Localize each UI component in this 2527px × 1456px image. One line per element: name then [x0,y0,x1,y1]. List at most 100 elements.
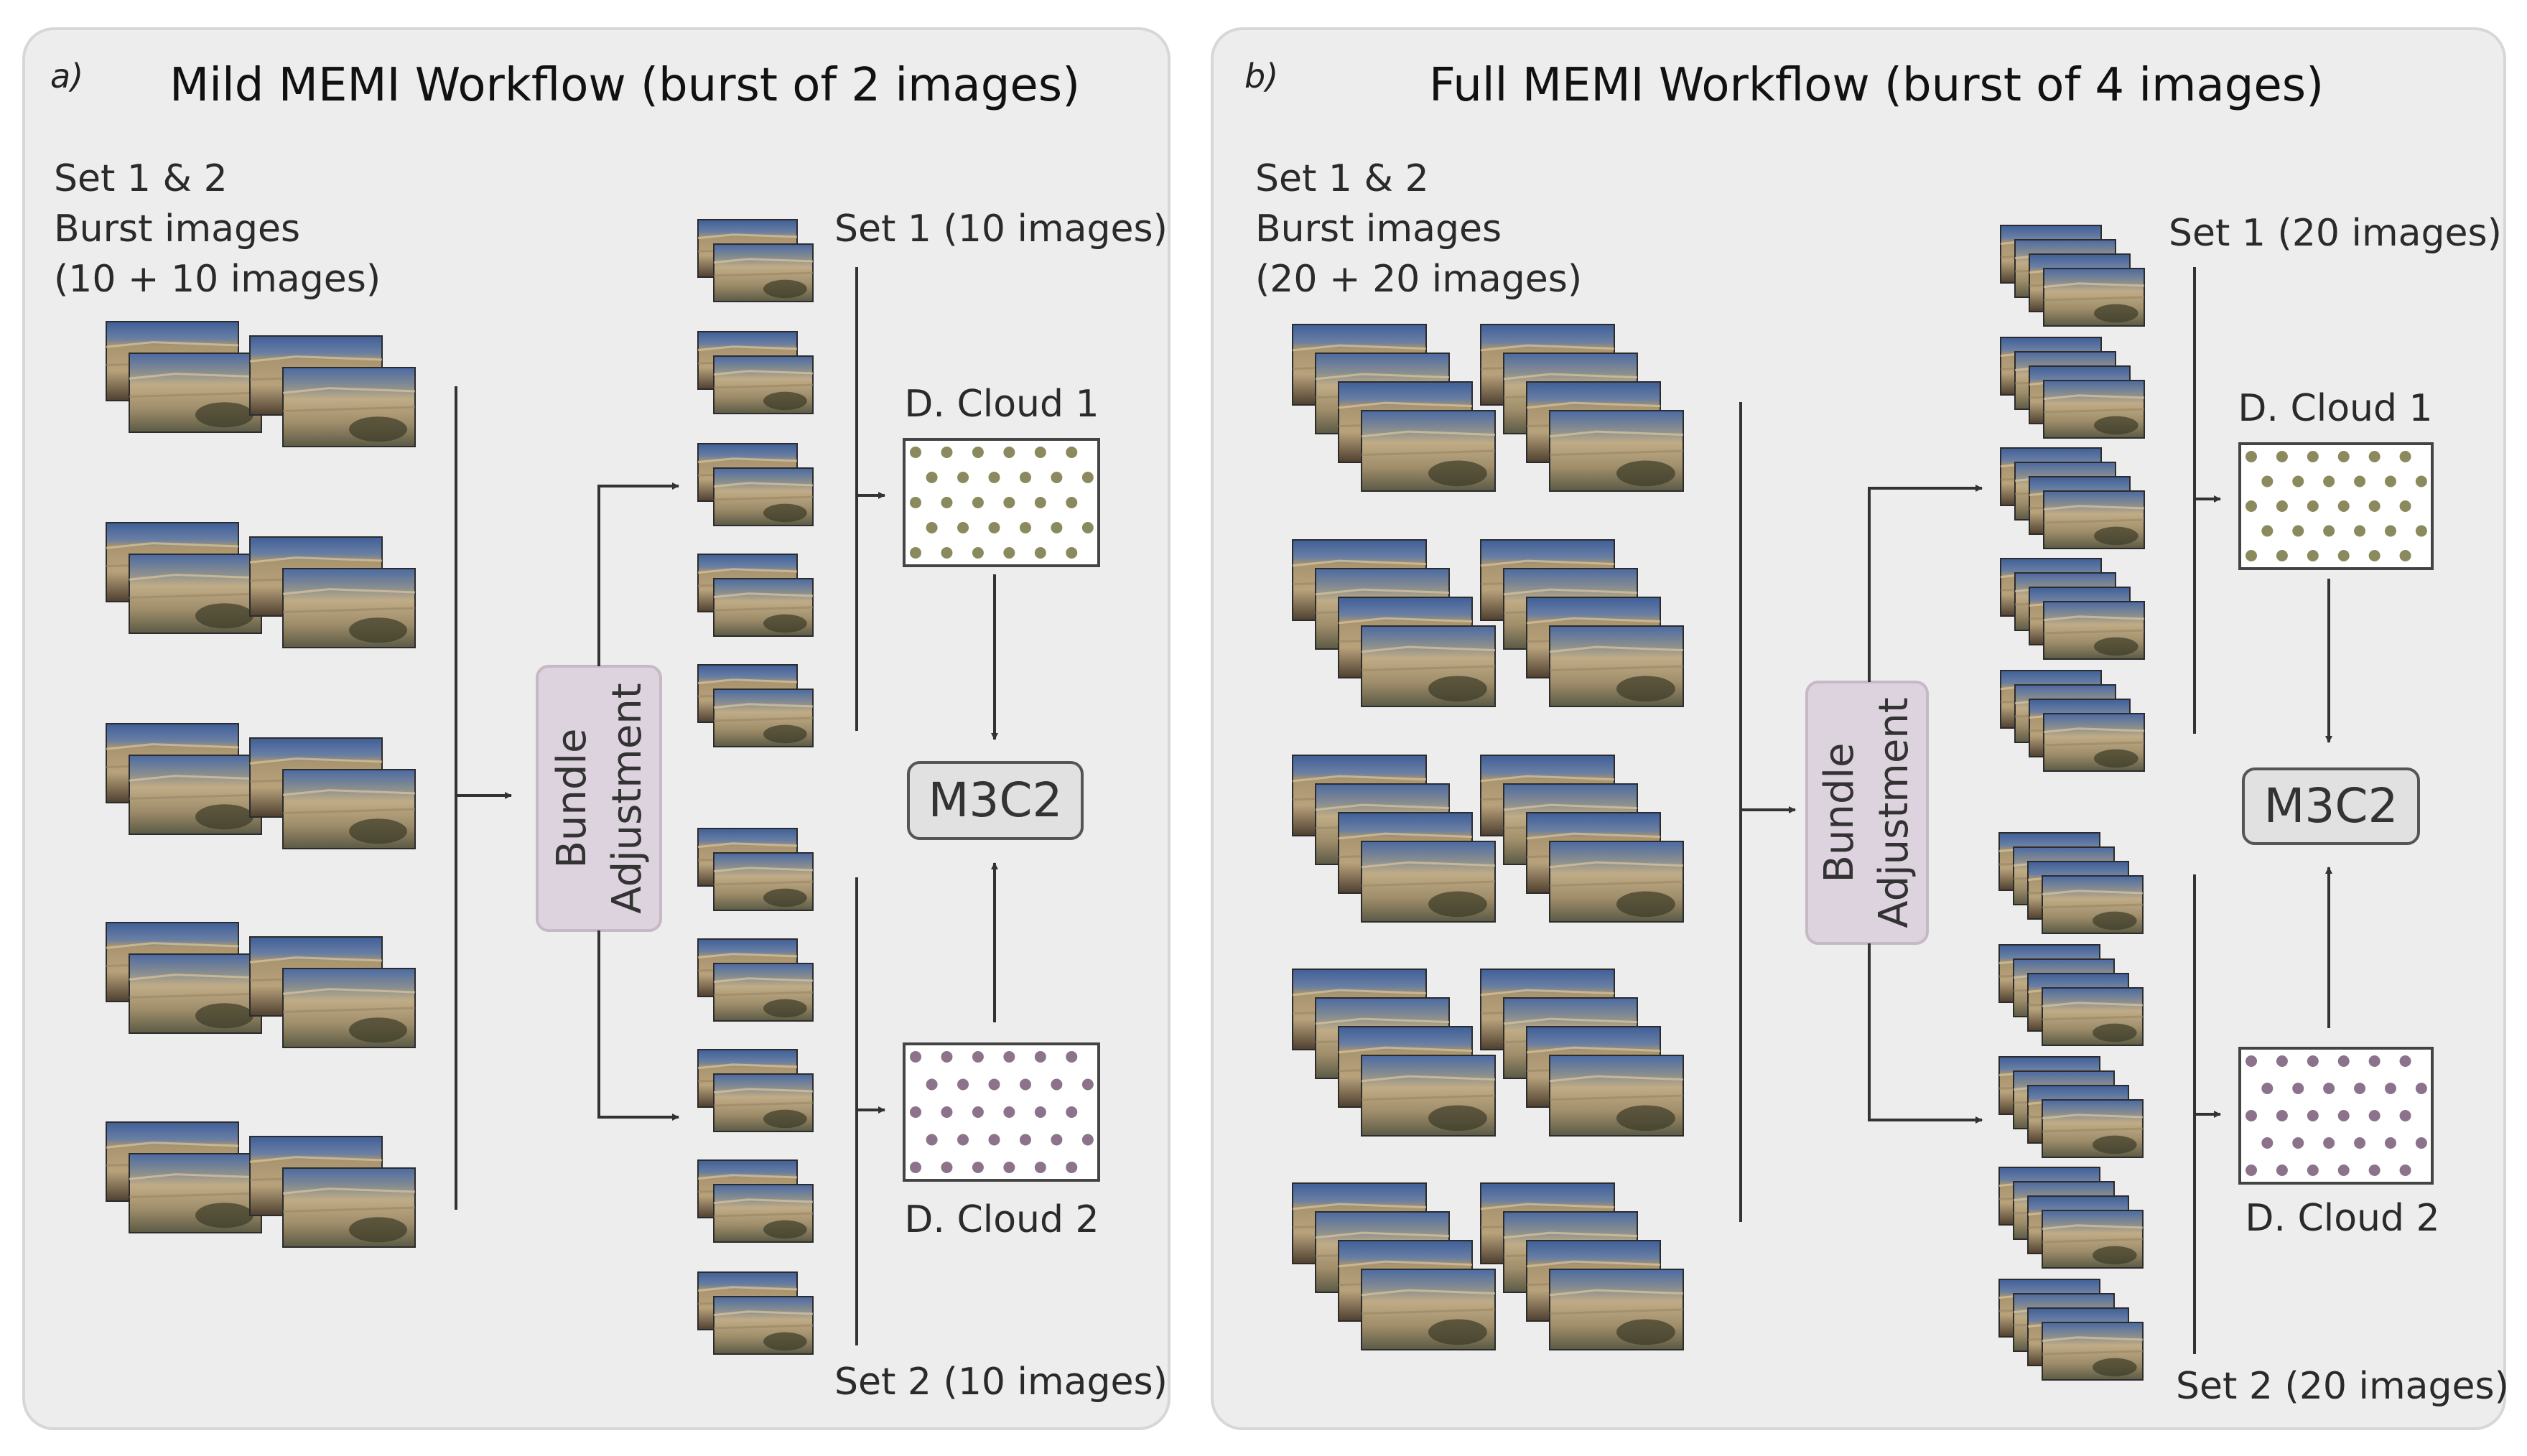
set1-burst-photo [713,243,814,302]
set2-burst-photo [713,1184,814,1243]
cloud2-point [2337,1055,2350,1067]
burst-stack-photo [282,568,416,648]
cloud1-point [1066,447,1078,458]
set2-burst-photo [2042,1322,2144,1381]
cloud2-point [1019,1134,1031,1146]
cloud1-point [1081,472,1094,483]
cloud2-point [1081,1134,1094,1146]
cloud1-point [2415,475,2427,487]
cloud2-point [972,1051,984,1063]
cloud2-point [1051,1078,1063,1091]
cloud2-point [988,1078,1000,1091]
cloud2-point [1034,1162,1046,1173]
panel-a-input-label-line1: Set 1 & 2 [54,157,228,200]
set1-burst-photo [2043,380,2145,439]
burst-stack [1480,755,1684,923]
set1-burst-photo [2043,490,2145,549]
cloud1-point [2415,525,2427,537]
cloud1-point [1034,497,1046,508]
panel-a-set2-images [697,828,814,1355]
cloud1-point [910,447,921,458]
cloud1-point [2246,451,2257,462]
panel-a-input-label-line3: (10 + 10 images) [54,258,381,301]
panel-a-cloud2-label: D. Cloud 2 [904,1198,1099,1241]
burst-stack [1480,1182,1684,1350]
set1-burst-photo [713,355,814,414]
cloud2-point [1066,1051,1078,1063]
burst-stack-photo [1361,841,1496,923]
cloud1-point [926,522,938,533]
burst-stack-photo [129,353,262,433]
burst-stack [106,522,262,634]
panel-a-set1-label: Set 1 (10 images) [834,207,1168,251]
cloud2-point [2276,1055,2288,1067]
cloud2-point [910,1106,921,1118]
set1-burst-photo [2043,713,2145,772]
cloud1-point [941,497,953,508]
panel-b-cloud2-box [2238,1047,2434,1185]
panel-b-input-label-line3: (20 + 20 images) [1255,258,1582,301]
cloud1-point [1003,447,1015,458]
cloud2-point [2368,1110,2381,1121]
cloud2-point [957,1134,969,1146]
burst-stack [106,723,262,835]
cloud2-point [1003,1106,1015,1118]
cloud1-point [2323,525,2335,537]
panel-a-cloud2-box [903,1042,1100,1182]
burst-stack [1292,324,1496,492]
cloud1-point [2354,475,2366,487]
panel-a-input-label-line2: Burst images [54,207,300,251]
cloud1-point [941,447,953,458]
burst-stack-photo [1361,625,1496,707]
cloud1-point [2261,475,2274,487]
burst-stack [249,936,416,1048]
cloud2-point [2399,1055,2411,1067]
burst-stack-photo [129,1153,262,1233]
cloud2-point [2399,1110,2411,1121]
burst-stack-photo [1549,1269,1684,1350]
set1-burst [2000,447,2145,549]
panel-mild-workflow: a) Mild MEMI Workflow (burst of 2 images… [22,27,1171,1430]
cloud1-point [1034,547,1046,559]
burst-stack [1480,539,1684,707]
cloud1-point [1003,547,1015,559]
burst-stack [1292,969,1496,1137]
set2-burst-photo [713,963,814,1022]
panel-b-bundle-adjustment-box: Bundle Adjustment [1805,681,1929,945]
set2-burst-photo [713,1296,814,1355]
cloud2-point [2261,1137,2274,1149]
cloud2-point [2384,1083,2396,1094]
cloud1-point [1019,522,1031,533]
cloud2-point [2323,1083,2335,1094]
cloud1-point [2276,550,2288,561]
panel-a-set1-images [697,219,814,747]
set1-burst [2000,337,2145,439]
cloud1-point [2384,525,2396,537]
burst-stack-photo [282,367,416,447]
burst-stack-photo [1549,410,1684,492]
burst-stack [249,335,416,447]
cloud1-point [1051,522,1063,533]
set2-burst [697,1159,814,1243]
cloud2-point [1066,1106,1078,1118]
cloud2-point [1034,1051,1046,1063]
burst-stack-photo [129,953,262,1034]
cloud1-point [957,522,969,533]
panel-a-bundle-label-line1: Bundle [549,729,595,869]
cloud1-point [2276,451,2288,462]
cloud1-point [1003,497,1015,508]
cloud1-point [2246,550,2257,561]
panel-b-input-label-line2: Burst images [1255,207,1502,251]
cloud1-point [972,497,984,508]
set1-burst [697,219,814,302]
cloud2-point [2276,1165,2288,1176]
cloud2-point [972,1106,984,1118]
panel-a-letter: a) [50,57,83,95]
cloud1-point [2261,525,2274,537]
cloud1-point [2246,500,2257,512]
cloud2-point [926,1134,938,1146]
panel-b-set2-label: Set 2 (20 images) [2176,1365,2509,1408]
burst-stack [106,922,262,1034]
panel-b-arrow-to-set2 [1868,943,1983,1124]
